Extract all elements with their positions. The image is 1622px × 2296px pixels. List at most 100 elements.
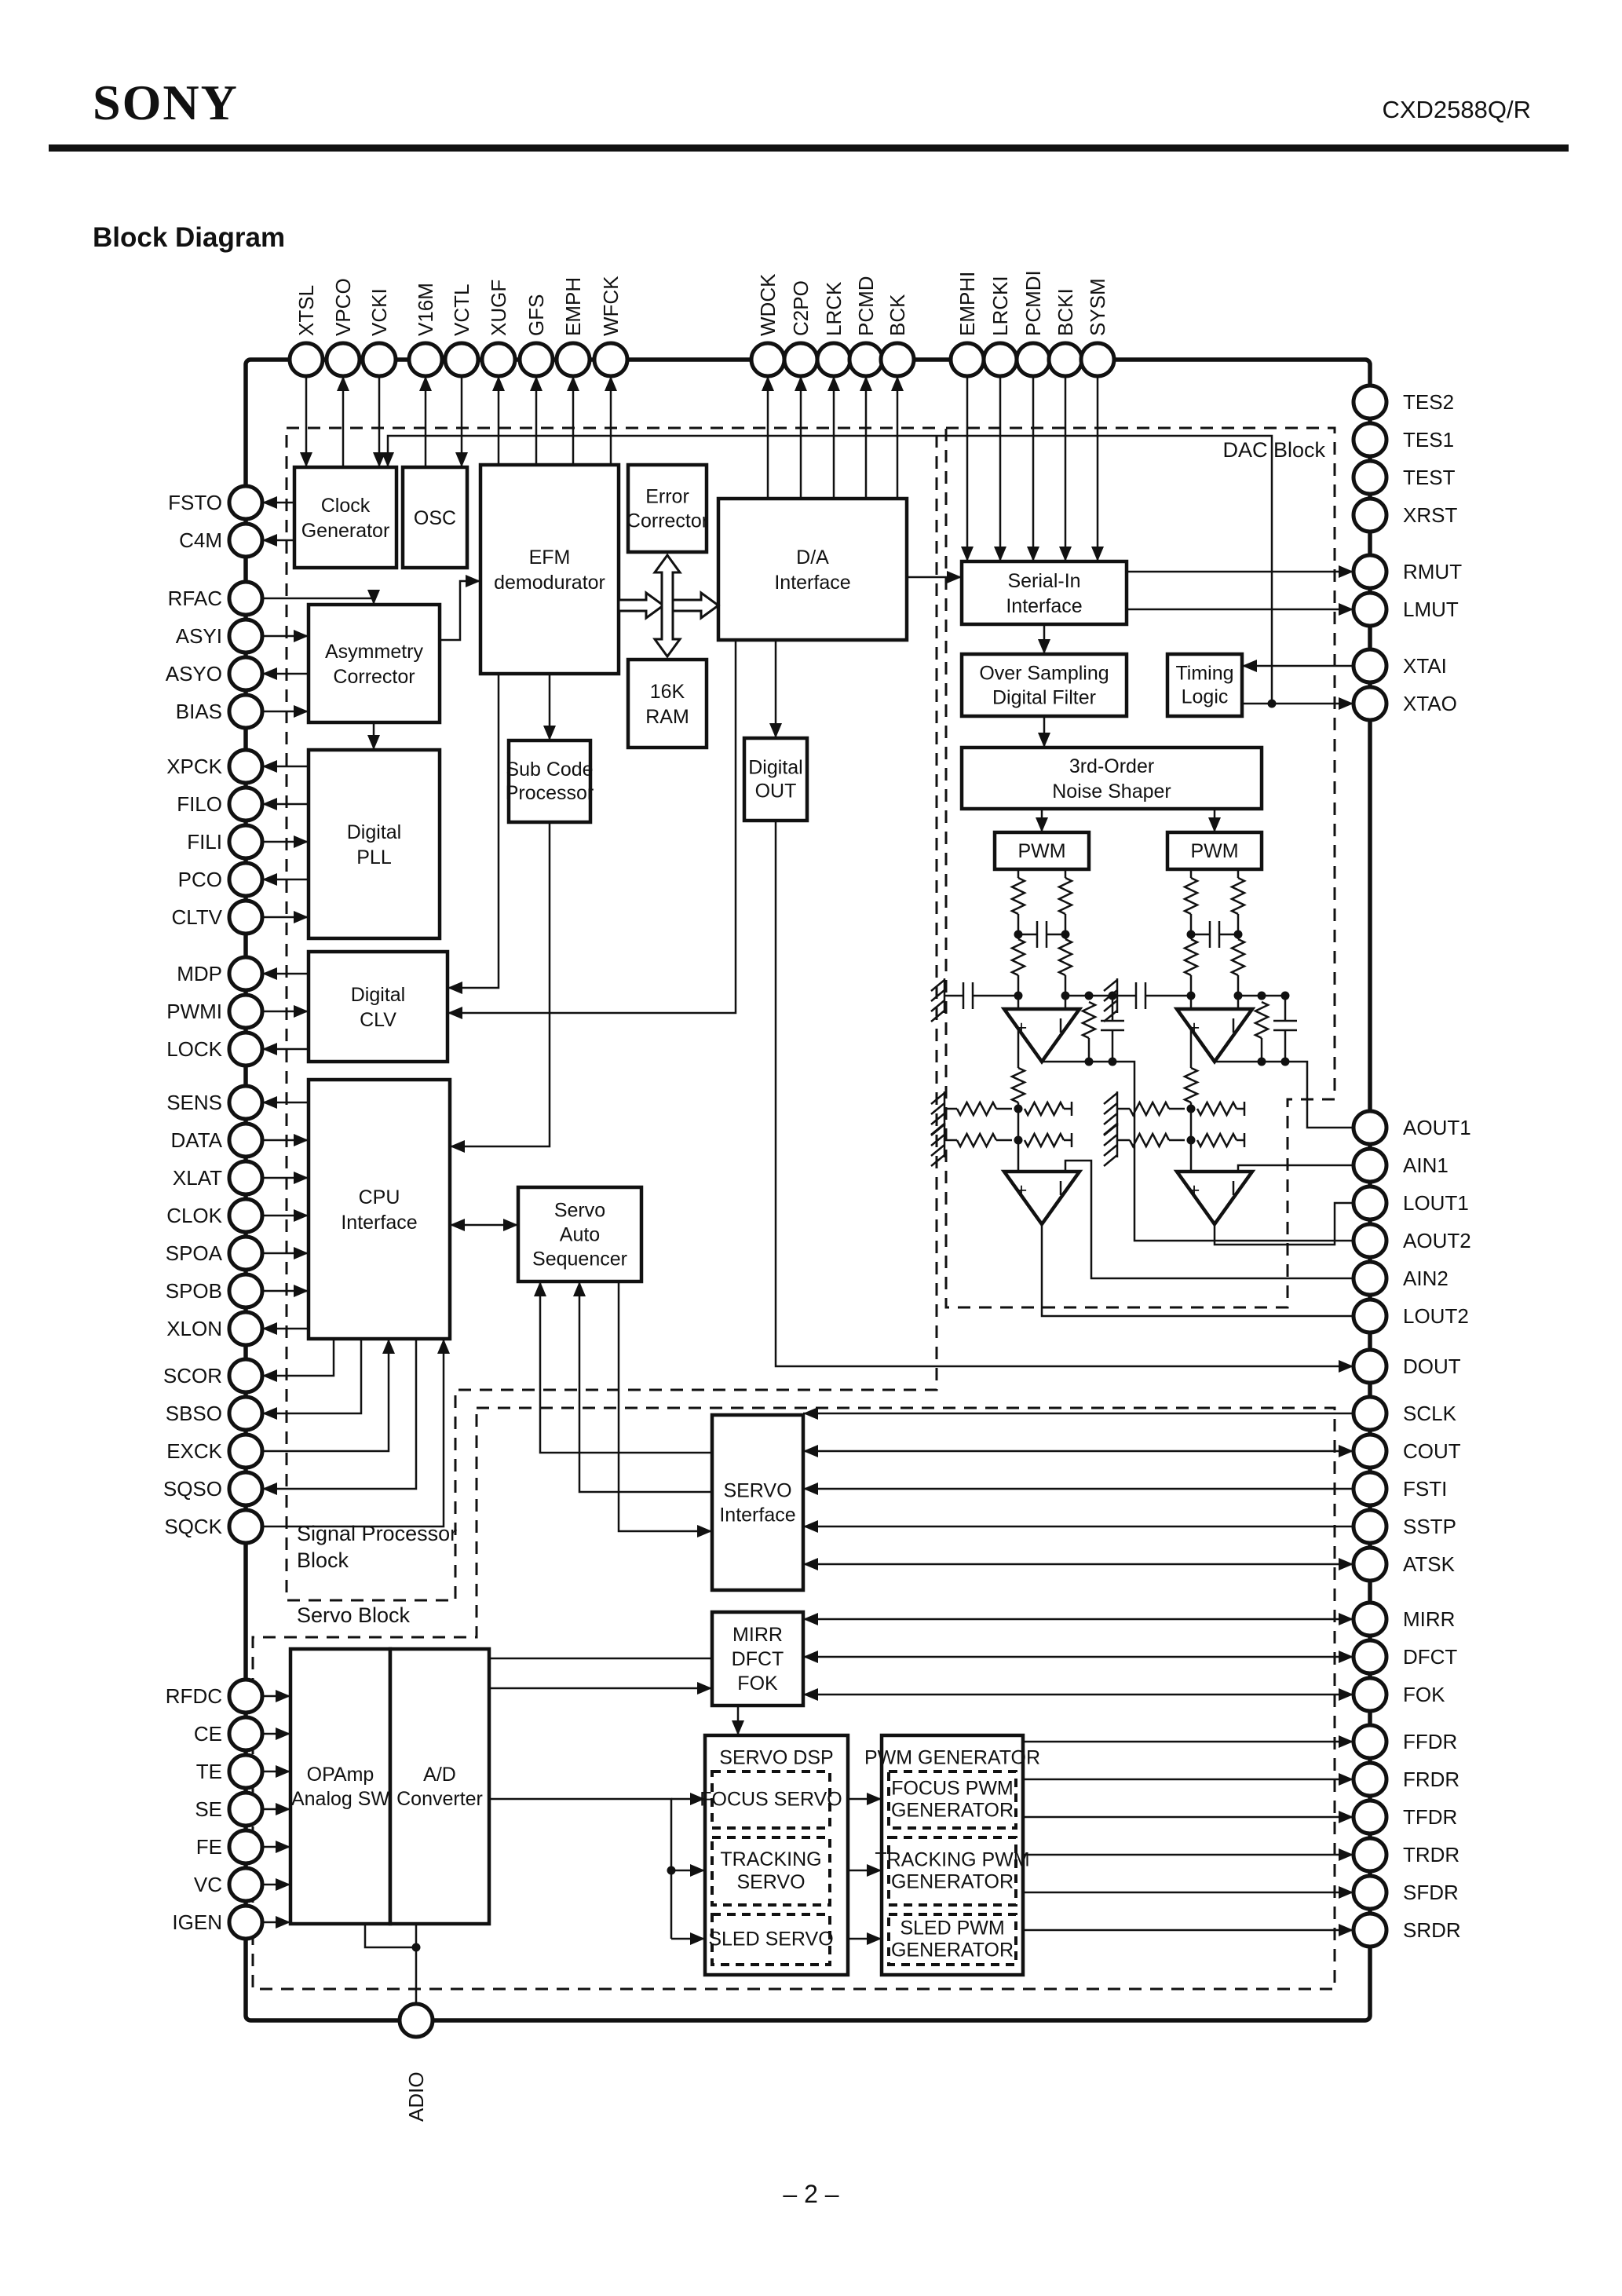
brand-logo: SONY: [93, 75, 239, 130]
dac-region-label: DAC Block: [1222, 438, 1325, 462]
pin-XTSL: [287, 341, 325, 378]
pin-CLTV: [227, 898, 265, 936]
pin-label-V16M: V16M: [414, 283, 437, 336]
pin-label-TES1: TES1: [1403, 428, 1454, 452]
pin-XUGF: [480, 341, 517, 378]
pin-label-SFDR: SFDR: [1403, 1881, 1459, 1904]
wire-SFDR: [1023, 1886, 1353, 1899]
pin-label-CLTV: CLTV: [171, 905, 222, 929]
wire-dsp-to-pwmgen-3: [848, 1932, 882, 1945]
pin-SENS: [227, 1084, 265, 1121]
pin-SFDR: [1351, 1874, 1389, 1911]
pin-label-MDP: MDP: [177, 962, 222, 985]
pin-VPCO: [324, 341, 362, 378]
pin-PCMD: [847, 341, 885, 378]
pin-label-VC: VC: [194, 1873, 222, 1896]
wire-asym-to-efm: [440, 575, 480, 642]
wire-ns-to-pwm-l: [1036, 809, 1048, 832]
pin-label-AOUT1: AOUT1: [1403, 1116, 1471, 1139]
pin-XLON: [227, 1310, 265, 1347]
pin-EMPHI: [948, 341, 986, 378]
analog-components: [930, 876, 1297, 1167]
pin-label-TEST: TEST: [1403, 466, 1456, 489]
pin-AOUT1: [1351, 1109, 1389, 1146]
pin-label-FSTI: FSTI: [1403, 1477, 1447, 1501]
pin-label-VCKI: VCKI: [367, 288, 391, 336]
wire-XTSL: [300, 376, 312, 467]
pin-label-AIN1: AIN1: [1403, 1153, 1448, 1177]
wire-dsp-to-pwmgen-2: [848, 1864, 882, 1877]
pin-label-LOUT1: LOUT1: [1403, 1191, 1469, 1215]
pin-LOUT2: [1351, 1297, 1389, 1335]
pin-SPOB: [227, 1272, 265, 1310]
pin-ATSK: [1351, 1545, 1389, 1583]
wire-SRDR: [1023, 1924, 1353, 1936]
pin-label-XRST: XRST: [1403, 503, 1457, 527]
wire-SQCK: [262, 1339, 450, 1528]
wire-COUT: [803, 1445, 1353, 1457]
pin-ADIO: [397, 2002, 435, 2039]
pin-label-ASYI: ASYI: [176, 624, 222, 648]
wire-FRDR: [1023, 1773, 1353, 1786]
wire-FE: [262, 1841, 290, 1853]
pin-label-VCTL: VCTL: [450, 284, 473, 336]
pin-LRCKI: [981, 341, 1019, 378]
pin-XTAO: [1351, 685, 1389, 722]
pin-SCOR: [227, 1357, 265, 1395]
pin-label-TRDR: TRDR: [1403, 1843, 1459, 1866]
pin-SRDR: [1351, 1911, 1389, 1949]
pin-GFS: [517, 341, 555, 378]
pin-SBSO: [227, 1395, 265, 1432]
wire-asym-to-pll: [367, 722, 380, 750]
pin-label-PCMDI: PCMDI: [1021, 270, 1045, 336]
wire-DFCT: [803, 1651, 1353, 1663]
wire-SENS: [262, 1096, 309, 1109]
pin-EXCK: [227, 1432, 265, 1470]
wire-C4M: [262, 534, 294, 547]
pin-C4M: [227, 521, 265, 559]
wire-FOK: [803, 1688, 1353, 1701]
pin-IGEN: [227, 1903, 265, 1941]
wire-LOUT2: [1040, 1224, 1353, 1318]
wire-FFDR: [1023, 1735, 1353, 1748]
wire-GFS: [530, 376, 542, 465]
pin-label-LRCK: LRCK: [822, 281, 846, 336]
pin-SYSM: [1079, 341, 1116, 378]
page-number: – 2 –: [783, 2180, 838, 2208]
wire-rf-to-mirr-2: [489, 1682, 712, 1695]
pin-RMUT: [1351, 553, 1389, 590]
pin-label-SYSM: SYSM: [1086, 278, 1109, 336]
pin-label-FILO: FILO: [177, 792, 222, 816]
pin-AIN1: [1351, 1146, 1389, 1184]
wire-BIAS: [262, 705, 309, 718]
pin-label-SCLK: SCLK: [1403, 1402, 1457, 1425]
pin-label-ASYO: ASYO: [166, 662, 222, 686]
pin-TRDR: [1351, 1836, 1389, 1874]
pin-FFDR: [1351, 1723, 1389, 1760]
wire-MDP: [262, 967, 309, 980]
pin-AOUT2: [1351, 1222, 1389, 1260]
wire-XLAT: [262, 1172, 309, 1184]
pin-LOUT1: [1351, 1184, 1389, 1222]
wire-EMPHI: [961, 376, 974, 561]
pin-PCMDI: [1014, 341, 1052, 378]
pin-CLOK: [227, 1197, 265, 1234]
wire-CLTV: [262, 911, 309, 923]
wire-subcode-to-cpu: [450, 822, 551, 1153]
pin-label-SQCK: SQCK: [164, 1515, 222, 1538]
svg-text:PWM GENERATOR: PWM GENERATOR: [864, 1746, 1040, 1768]
pin-label-FFDR: FFDR: [1403, 1730, 1457, 1753]
wire-VCTL: [455, 376, 468, 467]
wire-FSTI: [803, 1483, 1353, 1495]
wire-CLOK: [262, 1209, 309, 1222]
wire-PCO: [262, 873, 309, 886]
wire-VCKI: [373, 376, 385, 467]
wire-XTAO: [1242, 697, 1353, 710]
